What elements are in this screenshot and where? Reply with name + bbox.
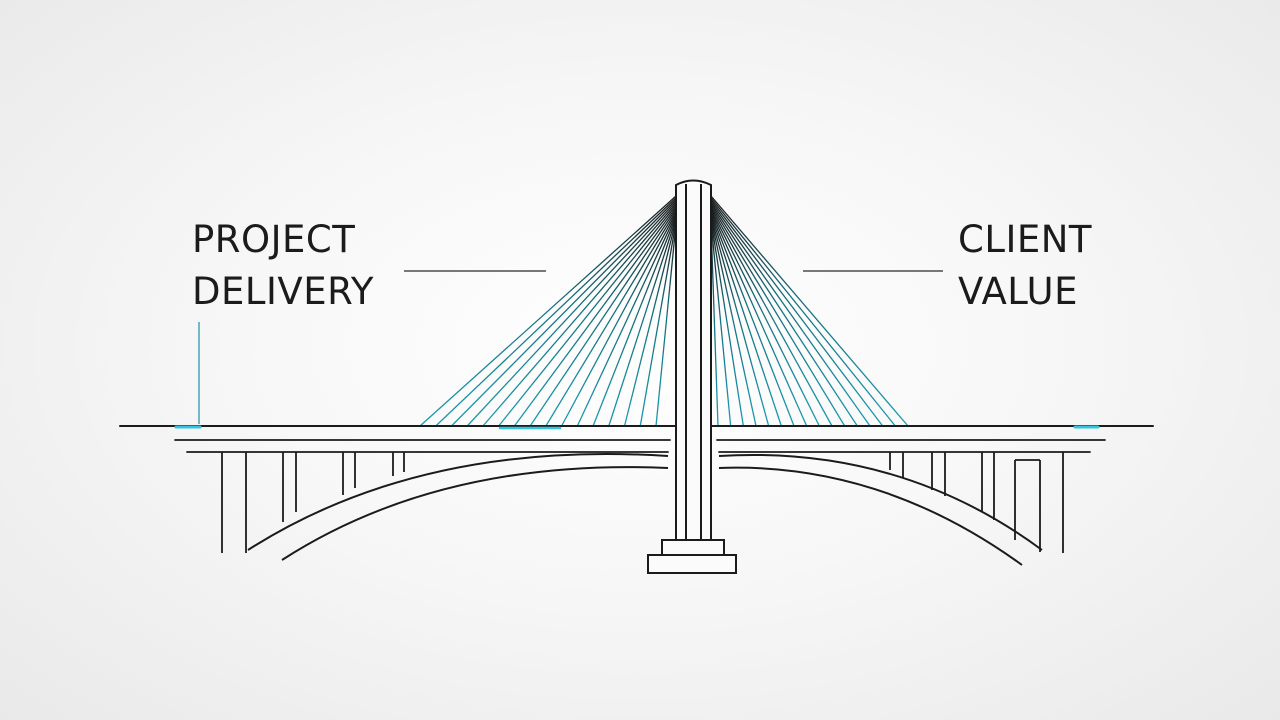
bridge-arches — [247, 452, 1043, 566]
right-cable — [710, 223, 719, 427]
right-cable — [710, 199, 884, 427]
project-delivery-label: PROJECT DELIVERY — [192, 214, 374, 318]
left-cable — [482, 203, 677, 427]
client-value-line1: CLIENT — [958, 218, 1093, 261]
right-cable-fan — [710, 195, 909, 427]
left-cable — [451, 199, 677, 427]
right-cable — [710, 201, 871, 427]
right-cable — [710, 216, 770, 427]
left-cable — [639, 222, 677, 427]
left-cable — [498, 204, 677, 427]
right-cable — [710, 210, 808, 427]
right-cable — [710, 206, 833, 427]
right-cable — [710, 208, 820, 427]
right-cable — [710, 214, 782, 427]
left-cable — [576, 214, 677, 427]
left-cable — [419, 195, 677, 427]
left-cable — [592, 216, 677, 427]
left-cable — [435, 197, 677, 427]
right-cable — [710, 197, 896, 427]
left-cable — [623, 220, 677, 427]
project-delivery-line1: PROJECT — [192, 218, 356, 261]
left-arch-inner — [281, 466, 669, 561]
right-arch-outer — [718, 453, 1043, 551]
left-cable — [529, 208, 677, 427]
right-cable — [710, 220, 744, 427]
label-connectors — [198, 270, 943, 424]
left-cable — [545, 210, 677, 427]
bridge-piers — [221, 452, 1064, 553]
bridge-deck — [119, 425, 1154, 453]
right-cable — [710, 195, 909, 427]
left-arch-outer — [247, 452, 669, 551]
right-cable — [710, 212, 795, 427]
client-value-label: CLIENT VALUE — [958, 214, 1092, 318]
right-arch-inner — [718, 466, 1023, 566]
left-cable — [561, 212, 677, 427]
pylon-tower — [647, 179, 737, 574]
left-cable — [655, 223, 677, 427]
right-cable — [710, 203, 858, 427]
pylon-base — [647, 554, 737, 574]
client-value-line2: VALUE — [958, 270, 1078, 313]
left-cable — [608, 218, 677, 427]
left-cable-fan — [419, 195, 677, 427]
left-cable — [466, 201, 677, 427]
project-delivery-line2: DELIVERY — [192, 270, 375, 313]
right-cable — [710, 204, 846, 427]
right-cable — [710, 222, 732, 427]
right-cable — [710, 218, 757, 427]
left-cable — [513, 206, 677, 427]
